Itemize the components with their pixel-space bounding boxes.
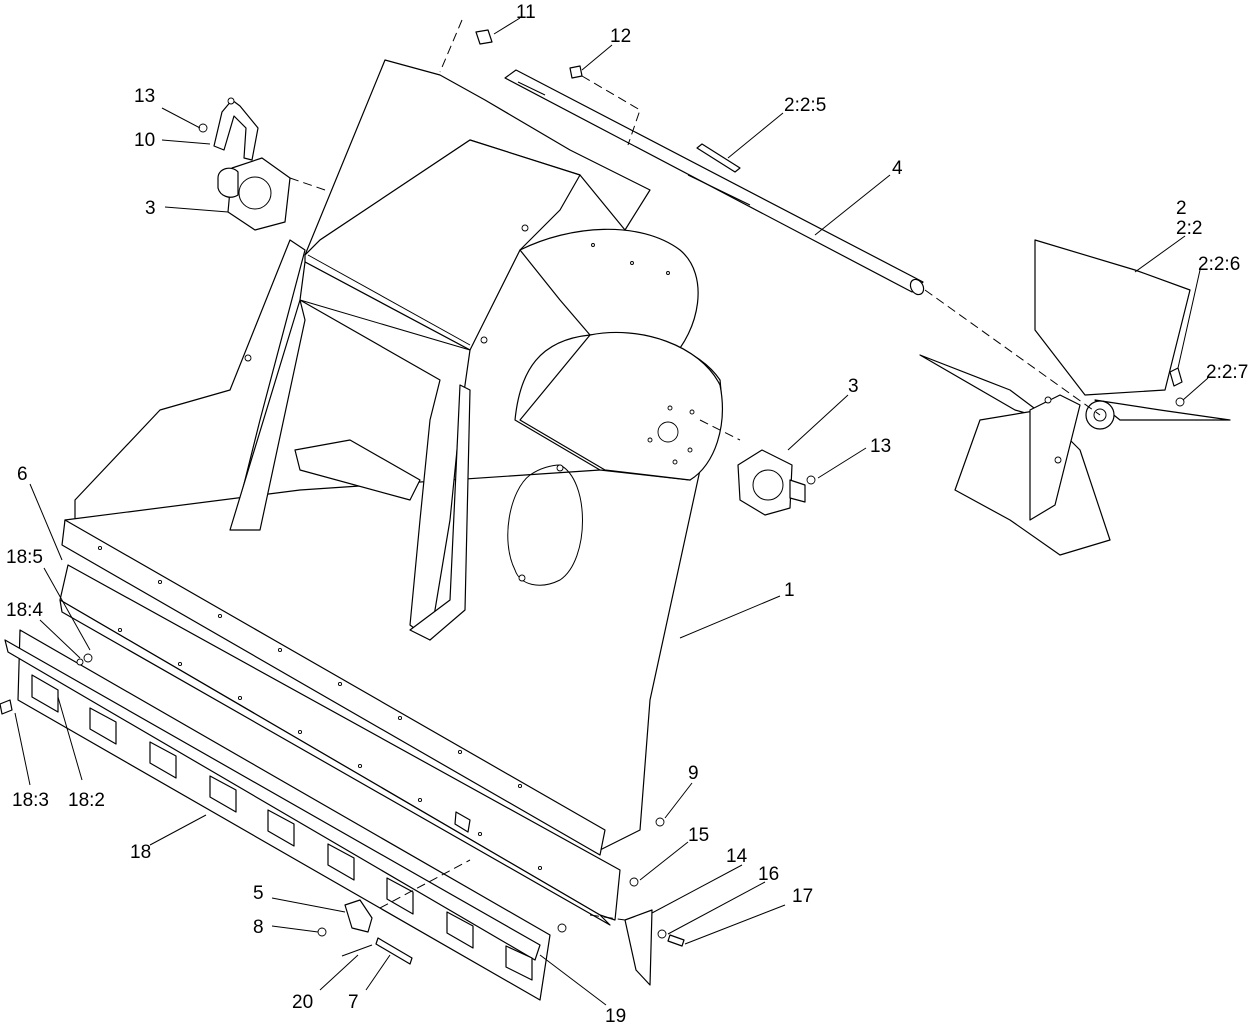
impeller <box>919 239 1231 556</box>
callout-2: 2 <box>1176 198 1187 219</box>
callout-2-2: 2:2 <box>1176 218 1202 239</box>
callout-2-2-5: 2:2:5 <box>784 95 826 116</box>
callout-20: 20 <box>292 992 313 1013</box>
assembly-lines <box>289 19 1101 921</box>
callout-19: 19 <box>605 1006 626 1027</box>
callout-14: 14 <box>726 846 748 867</box>
callout-6: 6 <box>17 464 28 485</box>
callout-2-2-7: 2:2:7 <box>1206 362 1248 383</box>
blower-housing <box>64 59 723 851</box>
callout-5: 5 <box>253 883 264 904</box>
callout-11: 11 <box>516 2 536 23</box>
bracket <box>213 97 259 161</box>
callout-18-3: 18:3 <box>12 790 49 811</box>
callout-17: 17 <box>792 886 813 907</box>
callout-18-4: 18:4 <box>6 600 43 621</box>
hardware <box>0 29 816 986</box>
shaft <box>504 69 925 296</box>
bearing-left <box>217 157 291 231</box>
leader-lines <box>14 17 1209 1006</box>
callout-18: 18 <box>130 842 151 863</box>
callout-3-left: 3 <box>145 198 156 219</box>
callout-labels: 11 12 2:2:5 4 2 2:2 2:2:6 2:2:7 13 10 3 … <box>6 2 1248 1027</box>
callout-18-5: 18:5 <box>6 547 43 568</box>
callout-18-2: 18:2 <box>68 790 105 811</box>
callout-15: 15 <box>688 825 709 846</box>
bearing-right <box>737 449 806 516</box>
callout-12: 12 <box>610 26 631 47</box>
callout-13-top: 13 <box>134 86 155 107</box>
scraper-bar-assembly <box>4 519 621 1001</box>
callout-7: 7 <box>348 992 359 1013</box>
callout-9: 9 <box>688 763 699 784</box>
callout-8: 8 <box>253 917 264 938</box>
callout-10: 10 <box>134 130 155 151</box>
callout-4: 4 <box>892 158 903 179</box>
callout-1: 1 <box>784 580 795 601</box>
rivet-holes <box>97 545 543 871</box>
callout-3-right: 3 <box>848 376 859 397</box>
wear-pads <box>31 674 533 981</box>
callout-16: 16 <box>758 864 779 885</box>
callout-13-right: 13 <box>870 436 891 457</box>
callout-2-2-6: 2:2:6 <box>1198 254 1240 275</box>
